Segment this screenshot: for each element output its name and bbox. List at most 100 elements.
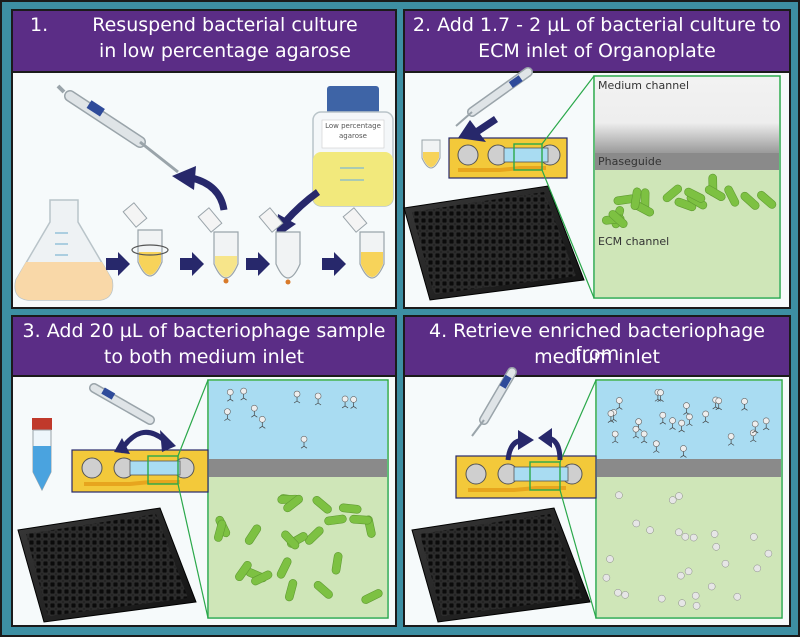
lysed-bacteria-icon [677, 571, 685, 580]
arrow-icon [282, 189, 321, 225]
panel-2-title-line1: 2. Add 1.7 - 2 µL of bacterial culture t… [412, 14, 782, 36]
phage-icon [653, 440, 660, 453]
lysed-bacteria-icon [621, 591, 629, 599]
bacteria-icon [338, 503, 362, 514]
lysed-bacteria-icon [689, 533, 698, 542]
bacteria-icon [324, 514, 347, 526]
phage-icon [762, 417, 770, 431]
bacteria-icon [757, 190, 777, 209]
chip-icon [71, 379, 209, 619]
arrow-icon [114, 438, 130, 454]
bacteria-icon [312, 495, 332, 514]
bacteria-icon [213, 519, 227, 542]
lysed-bacteria-icon [657, 594, 666, 603]
panel-1 [11, 9, 397, 309]
chip-icon [448, 75, 595, 299]
bacteria-icon [724, 185, 740, 207]
arrow-icon [160, 430, 176, 452]
phage-icon [611, 430, 619, 444]
phage-icon [226, 388, 234, 402]
bacteria-icon [304, 526, 324, 545]
bacteria-icon [704, 185, 726, 202]
bacteria-icon [630, 187, 642, 210]
lysed-bacteria-icon [750, 533, 758, 541]
lysed-bacteria-icon [733, 593, 742, 601]
tube-icon [421, 139, 441, 169]
phaseguide-bar [597, 459, 781, 477]
arrow-icon [518, 430, 534, 450]
lysed-bacteria-icon [721, 559, 730, 568]
phage-icon [615, 397, 623, 410]
tube-icon [122, 202, 169, 277]
arrow-icon [106, 252, 130, 276]
arrow-icon [458, 116, 498, 142]
well-plate-icon [17, 507, 197, 623]
panel-2-title-line2: ECM inlet of Organoplate [478, 40, 716, 62]
phage-icon [258, 416, 266, 429]
flask-icon [14, 199, 114, 301]
phage-icon [314, 392, 322, 406]
bacteria-icon [244, 524, 262, 545]
phage-icon [300, 435, 308, 449]
pipette-icon [471, 367, 517, 437]
phage-icon [659, 411, 667, 425]
bacteria-icon [361, 589, 383, 604]
panel-4-title-bar [403, 315, 791, 377]
lysed-bacteria-icon [614, 588, 622, 597]
phage-icon [341, 395, 349, 409]
panel-1-step-number: 1. [30, 14, 49, 36]
bacteria-icon [283, 494, 303, 513]
panel-3-title-line1: 3. Add 20 µL of bacteriophage sample [22, 320, 386, 342]
lysed-bacteria-icon [678, 599, 686, 607]
phaseguide-bar [595, 153, 779, 170]
arrow-icon [172, 166, 196, 190]
well-plate-icon [411, 507, 591, 623]
arrow-icon [180, 252, 204, 276]
phage-icon [632, 425, 640, 439]
lysed-bacteria-icon [710, 530, 719, 538]
ecm-channel-label: ECM channel [598, 235, 670, 248]
phaseguide-label: Phaseguide [598, 155, 662, 168]
arrow-icon [322, 252, 346, 276]
panel-1-title-bar [11, 9, 397, 73]
bacteria-icon [684, 187, 706, 203]
medium-channel-label: Medium channel [598, 79, 690, 92]
bacteria-icon [313, 580, 333, 599]
phage-icon [224, 408, 231, 421]
phage-icon [251, 404, 258, 418]
phage-icon [741, 398, 748, 411]
phage-icon [727, 433, 735, 446]
phage-icon [293, 390, 301, 404]
lysed-bacteria-icon [707, 582, 716, 591]
phage-icon [680, 445, 687, 458]
lysed-bacteria-icon [606, 555, 614, 563]
phage-icon [715, 397, 723, 411]
panel-4-title-line1: 4. Retrieve enriched bacteriophage from [428, 320, 765, 365]
bottle-icon [312, 86, 394, 207]
bottle-label-line2: agarose [339, 132, 367, 140]
bacteria-icon [331, 552, 343, 575]
panel-2-title-bar [403, 9, 791, 73]
lysed-bacteria-icon [684, 567, 693, 576]
panel-2 [403, 9, 791, 309]
lysed-bacteria-icon [602, 574, 611, 582]
phage-icon [702, 410, 709, 424]
lysed-bacteria-icon [646, 526, 654, 534]
bacteria-icon [674, 197, 697, 212]
panel-3-title-line2: to both medium inlet [103, 346, 305, 368]
lysed-bacteria-icon [753, 564, 762, 573]
lysed-bacteria-icon [669, 496, 677, 504]
lysed-bacteria-icon [675, 492, 683, 500]
bottle-label-line1: Low percentage [325, 122, 381, 130]
panel-1-title-line1: Resuspend bacterial culture [92, 14, 358, 36]
tube-icon [342, 207, 385, 279]
phage-icon [678, 419, 685, 433]
phage-icon [686, 413, 693, 427]
arrow-icon [538, 428, 552, 448]
arrow-icon [246, 252, 270, 276]
bacteria-icon [349, 514, 372, 525]
pipette-icon [56, 84, 179, 174]
bacteria-icon [235, 560, 252, 582]
